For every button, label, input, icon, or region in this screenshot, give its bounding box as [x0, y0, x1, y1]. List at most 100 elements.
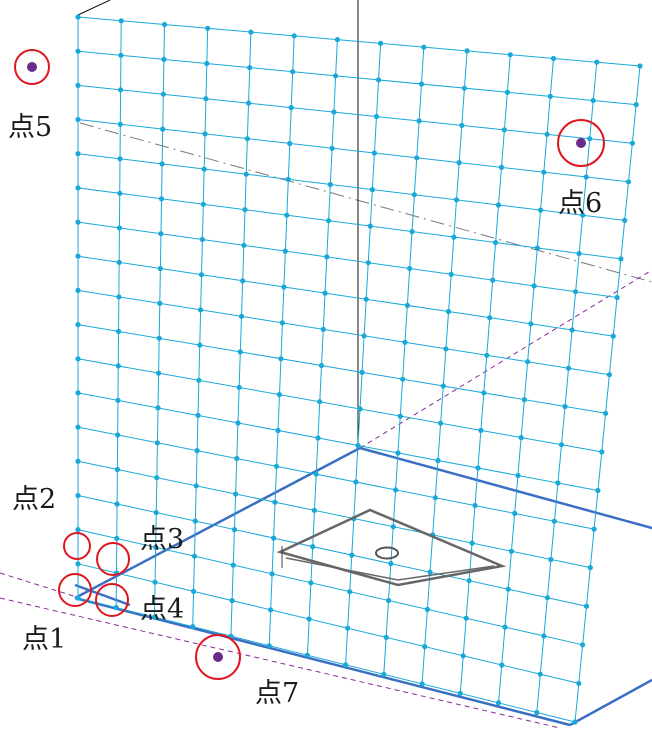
mesh-node [537, 671, 543, 677]
mesh-node [345, 625, 351, 631]
mesh-row-line [77, 358, 602, 453]
mesh-node [569, 327, 575, 333]
mesh-node [159, 161, 165, 167]
mesh-node [154, 475, 160, 481]
mesh-node [117, 121, 123, 127]
mesh-node [75, 458, 81, 464]
mesh-node [461, 85, 467, 91]
mesh-node [565, 365, 572, 371]
point-1-label: 点1 [22, 624, 66, 655]
mesh-column-line [459, 54, 511, 694]
point-1-marker[interactable] [58, 573, 92, 607]
mesh-node [115, 432, 121, 438]
mesh-row-line [77, 460, 591, 569]
mesh-node [201, 166, 207, 172]
mesh-node [75, 424, 81, 430]
mesh-node [550, 55, 557, 62]
mesh-node [376, 77, 382, 83]
mesh-node [240, 278, 246, 284]
mesh-node [443, 346, 449, 352]
mesh-node [371, 150, 377, 156]
mesh-node [504, 89, 510, 95]
mesh-node [115, 363, 121, 369]
mesh-node [318, 362, 325, 369]
mesh-node [464, 48, 470, 54]
mesh-node [595, 487, 601, 494]
mesh-node [541, 169, 547, 175]
mesh-node [435, 457, 441, 464]
mesh-node [469, 540, 475, 546]
mesh-node [75, 48, 81, 54]
mesh-row-line [77, 16, 641, 67]
mesh-node [400, 376, 406, 382]
mesh-column-line [498, 58, 554, 703]
point-5-label: 点5 [8, 112, 52, 143]
mesh-node [544, 595, 551, 601]
point-6-label: 点6 [558, 188, 602, 219]
mesh-node [75, 253, 81, 259]
mesh-node [499, 662, 505, 668]
mesh-node [311, 507, 317, 513]
point-6-marker[interactable] [557, 119, 605, 167]
mesh-node [460, 653, 466, 659]
mesh-node [161, 56, 167, 63]
point-5-marker[interactable] [14, 49, 50, 85]
mesh-node [390, 524, 396, 530]
mesh-node [587, 565, 593, 571]
mesh-node [534, 709, 540, 716]
mesh-node [629, 140, 636, 146]
mesh-node [562, 403, 568, 410]
mesh-node [518, 435, 524, 441]
mesh-node [118, 87, 124, 93]
mesh-node [271, 535, 277, 541]
mesh-node [234, 455, 240, 462]
mesh-node [484, 352, 490, 358]
mesh-node [548, 556, 554, 563]
point-7-marker[interactable] [195, 634, 241, 680]
mesh-row-line [77, 289, 610, 376]
mesh-node [116, 328, 122, 334]
mesh-node [599, 449, 605, 455]
mesh-row-line [77, 529, 583, 646]
corner-axis [77, 0, 111, 16]
mesh-node [512, 510, 518, 516]
point-4-marker[interactable] [95, 583, 129, 617]
dashed-guide-left [0, 572, 81, 599]
mesh-node [416, 118, 422, 124]
mesh-node [75, 527, 81, 533]
mesh-row-line [77, 153, 625, 221]
point-2-marker[interactable] [63, 532, 91, 560]
mesh-node [192, 518, 198, 524]
mesh-node [282, 248, 288, 254]
mesh-node [386, 597, 392, 604]
mesh-node [268, 607, 274, 613]
point-4-label: 点4 [140, 594, 184, 625]
plate-edge-inner [285, 557, 495, 581]
mesh-column-line [383, 47, 425, 675]
mesh-node [555, 480, 561, 486]
base-outline [74, 446, 652, 727]
mesh-column-line [268, 35, 295, 646]
mesh-node [606, 372, 613, 378]
mesh-node [409, 229, 415, 235]
mesh-node [369, 187, 375, 193]
mesh-node [75, 356, 81, 362]
mesh-node [610, 333, 616, 339]
mesh-node [248, 29, 254, 35]
mesh-node [191, 553, 198, 559]
mesh-node [478, 427, 484, 433]
mesh-node [456, 160, 462, 166]
mesh-node [383, 634, 389, 641]
mesh-node [272, 499, 278, 505]
mesh-node [75, 185, 81, 191]
mesh-node [153, 544, 159, 551]
mesh-node [438, 420, 444, 426]
mesh-node [116, 294, 122, 300]
mesh-node [75, 151, 81, 157]
point-3-marker[interactable] [96, 542, 130, 576]
mesh-node [160, 91, 166, 97]
mesh-node [304, 652, 310, 658]
mesh-node [236, 384, 242, 390]
